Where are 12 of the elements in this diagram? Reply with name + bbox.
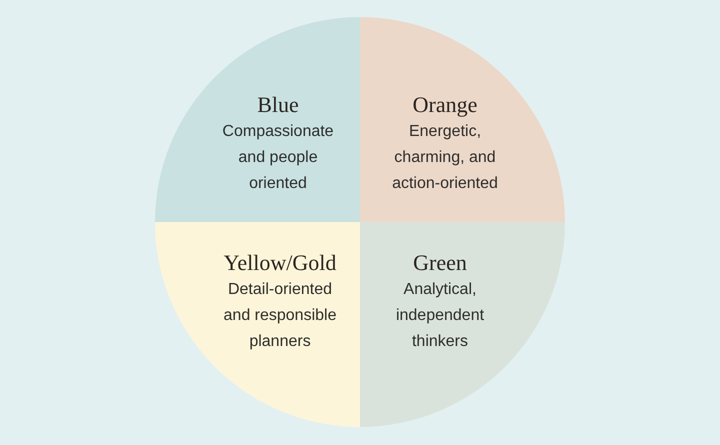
quadrant-heading: Blue [257,91,299,119]
quadrant-description: Analytical, independent thinkers [394,280,486,352]
quadrant-description: Compassionate and people oriented [221,122,335,194]
quadrant-heading: Orange [412,91,478,119]
quadrant-segment [155,222,360,427]
quadrant-segment [360,222,565,427]
quadrant-segment [360,17,565,222]
quadrant-description: Detail-oriented and responsible planners [222,280,338,352]
quadrant-segment [155,17,360,222]
quadrant-heading: Yellow/Gold [224,249,336,277]
quadrant-heading: Green [413,249,467,277]
quadrant-description: Energetic, charming, and action-oriented [391,122,499,194]
